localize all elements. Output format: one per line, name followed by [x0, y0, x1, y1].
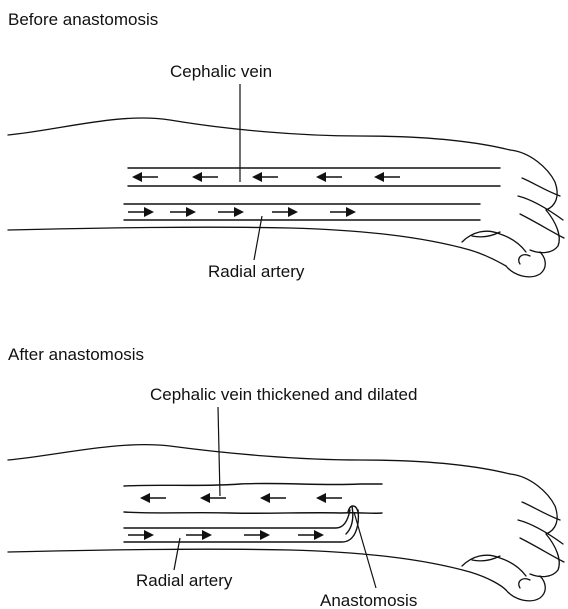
after-vein-label: Cephalic vein thickened and dilated [150, 385, 417, 404]
before-artery-leader [254, 216, 262, 260]
flow-arrow-right [218, 207, 244, 217]
before-heading: Before anastomosis [8, 10, 158, 29]
after-vein-arrows [140, 493, 342, 503]
flow-arrow-left [252, 172, 278, 182]
before-forearm-outline [8, 118, 564, 277]
before-vein-arrows [132, 172, 400, 182]
before-cephalic-vein [128, 168, 500, 186]
after-artery-label: Radial artery [136, 571, 233, 590]
after-heading: After anastomosis [8, 345, 144, 364]
flow-arrow-right [272, 207, 298, 217]
flow-arrow-left [260, 493, 286, 503]
after-artery-leader [174, 538, 180, 570]
flow-arrow-right [128, 207, 154, 217]
after-forearm-outline [8, 445, 564, 601]
flow-arrow-left [374, 172, 400, 182]
flow-arrow-right [298, 530, 324, 540]
flow-arrow-left [316, 172, 342, 182]
flow-arrow-right [170, 207, 196, 217]
flow-arrow-right [244, 530, 270, 540]
flow-arrow-left [200, 493, 226, 503]
flow-arrow-right [330, 207, 356, 217]
flow-arrow-right [186, 530, 212, 540]
anastomosis-label: Anastomosis [320, 591, 417, 609]
after-artery-arrows [128, 530, 324, 540]
after-radial-artery [124, 510, 358, 542]
before-artery-arrows [128, 207, 356, 217]
flow-arrow-left [192, 172, 218, 182]
flow-arrow-right [128, 530, 154, 540]
before-panel: Before anastomosis [8, 10, 564, 281]
before-vein-label: Cephalic vein [170, 62, 272, 81]
anastomosis-leader [354, 512, 376, 588]
flow-arrow-left [316, 493, 342, 503]
flow-arrow-left [140, 493, 166, 503]
after-panel: After anastomosis [8, 345, 564, 609]
before-artery-label: Radial artery [208, 262, 305, 281]
flow-arrow-left [132, 172, 158, 182]
